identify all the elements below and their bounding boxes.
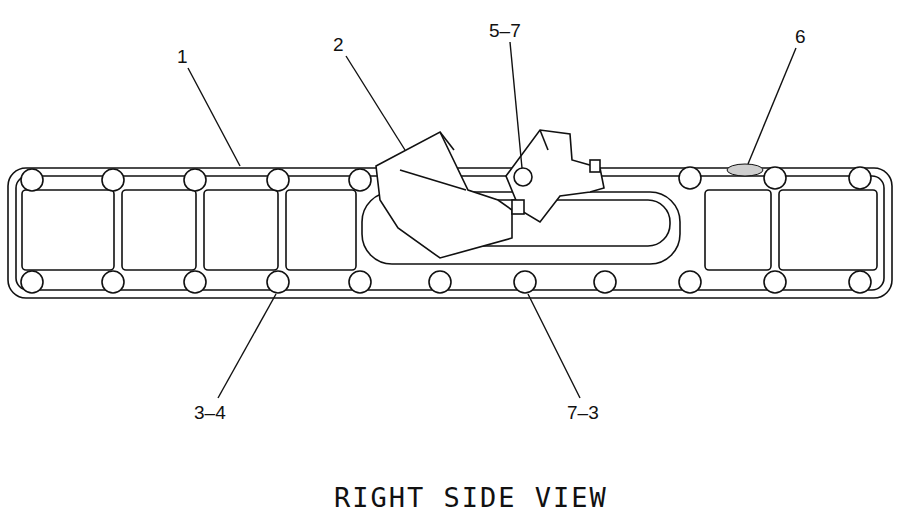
callout-number: 3–4 [194,403,226,422]
callout-number: 6 [795,27,806,46]
callout-number: 7–3 [567,403,599,422]
leader-lines [188,42,796,398]
callout-number: 1 [177,47,188,66]
callout-number: 2 [333,35,344,54]
flange-bracket [376,130,604,258]
sealant-patch [727,164,763,176]
view-caption: RIGHT SIDE VIEW [334,484,608,511]
bolt-heads [21,167,871,293]
callout-number: 5–7 [489,21,521,40]
